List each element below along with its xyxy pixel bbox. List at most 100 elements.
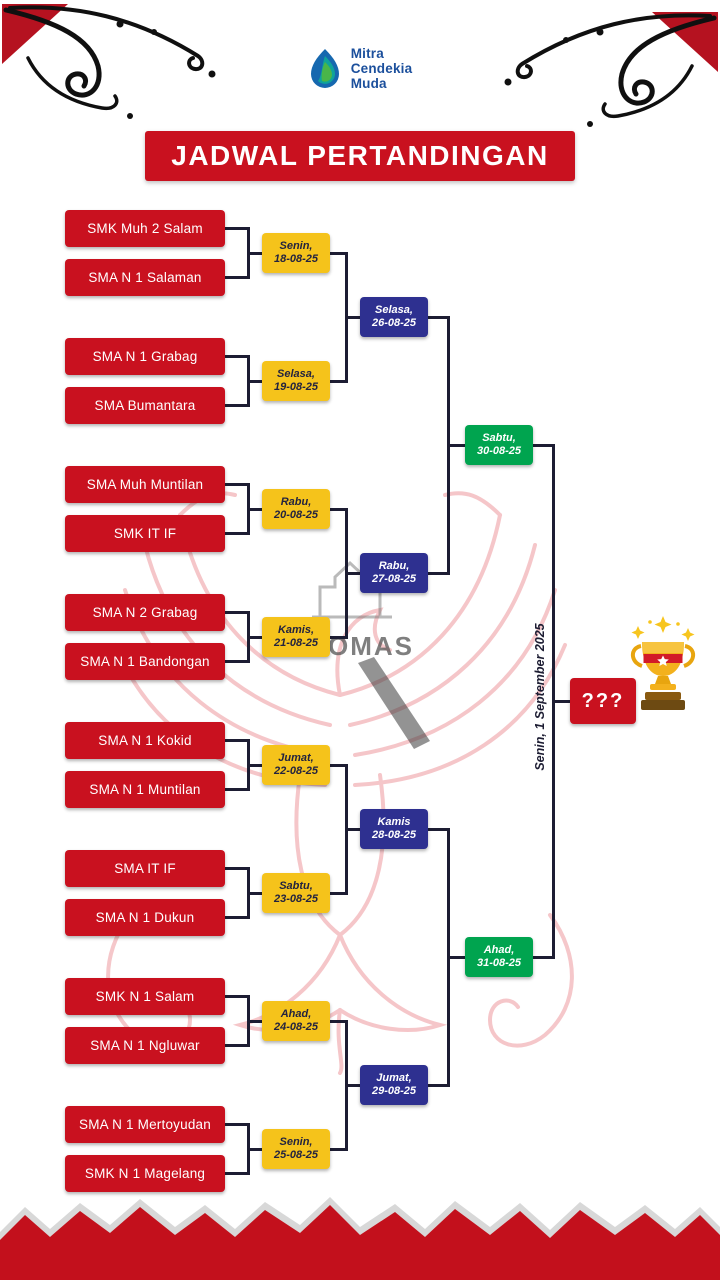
bracket-connector: [248, 251, 262, 255]
match-day: Rabu,: [378, 559, 410, 572]
bracket-connector: [533, 955, 553, 959]
bracket-connector: [225, 916, 248, 919]
team-box: SMA N 1 Muntilan: [65, 771, 225, 808]
bracket-connector: [225, 355, 248, 358]
bracket-connector: [553, 699, 570, 703]
bracket-connector: [225, 1123, 248, 1126]
corner-flourish-left: [2, 4, 216, 119]
bracket-connector: [330, 1019, 346, 1023]
bracket-connector: [428, 571, 448, 575]
bracket-connector: [225, 1044, 248, 1047]
match-date-box: Kamis, 21-08-25: [262, 617, 330, 657]
quarterfinal-date-box: Kamis 28-08-25: [360, 809, 428, 849]
bracket-connector: [346, 827, 360, 831]
match-date: 27-08-25: [371, 573, 417, 585]
bracket-connector: [346, 571, 360, 575]
bracket-connector: [330, 635, 346, 639]
team-box: SMA N 1 Mertoyudan: [65, 1106, 225, 1143]
team-box: SMA Bumantara: [65, 387, 225, 424]
torn-edge: [0, 1197, 720, 1280]
page-title: JADWAL PERTANDINGAN: [145, 131, 575, 181]
match-date: 22-08-25: [273, 765, 319, 777]
match-date-box: Senin, 25-08-25: [262, 1129, 330, 1169]
final-date-label: Senin, 1 September 2025: [533, 623, 547, 771]
bracket-connector: [225, 995, 248, 998]
match-day: Kamis: [377, 815, 411, 828]
logo: Mitra Cendekia Muda: [0, 46, 720, 91]
team-box: SMK IT IF: [65, 515, 225, 552]
bracket-connector: [225, 483, 248, 486]
final-winner-box: ???: [570, 678, 636, 724]
match-date-box: Sabtu, 23-08-25: [262, 873, 330, 913]
match-date: 18-08-25: [273, 253, 319, 265]
logo-line-3: Muda: [350, 76, 387, 91]
match-date: 20-08-25: [273, 509, 319, 521]
bracket-connector: [225, 788, 248, 791]
bracket-connector: [225, 532, 248, 535]
match-day: Sabtu,: [279, 879, 313, 892]
match-date: 28-08-25: [371, 829, 417, 841]
quarterfinal-date-box: Selasa, 26-08-25: [360, 297, 428, 337]
bracket-connector: [448, 955, 465, 959]
quarterfinal-date-box: Rabu, 27-08-25: [360, 553, 428, 593]
match-day: Ahad,: [483, 943, 515, 956]
bracket-connector: [225, 867, 248, 870]
bracket-connector: [225, 227, 248, 230]
team-box: SMK Muh 2 Salam: [65, 210, 225, 247]
corner-flourish-right: [504, 12, 718, 127]
team-box: SMK N 1 Magelang: [65, 1155, 225, 1192]
match-day: Sabtu,: [482, 431, 516, 444]
logo-line-1: Mitra: [350, 46, 384, 61]
team-box: SMA N 1 Salaman: [65, 259, 225, 296]
bracket-connector: [330, 763, 346, 767]
team-box: SMK N 1 Salam: [65, 978, 225, 1015]
logo-droplet-icon: [310, 48, 339, 88]
match-day: Kamis,: [277, 623, 315, 636]
bracket-connector: [428, 827, 448, 831]
bracket-connector: [248, 891, 262, 895]
bracket-connector: [248, 635, 262, 639]
match-date: 31-08-25: [476, 957, 522, 969]
match-day: Jumat,: [376, 1071, 412, 1084]
team-box: SMA N 1 Bandongan: [65, 643, 225, 680]
bracket-connector: [330, 379, 346, 383]
logo-line-2: Cendekia: [350, 61, 413, 76]
team-box: SMA N 1 Dukun: [65, 899, 225, 936]
team-box: SMA N 1 Grabag: [65, 338, 225, 375]
bracket-connector: [248, 763, 262, 767]
bracket-connector: [346, 315, 360, 319]
match-date-box: Senin, 18-08-25: [262, 233, 330, 273]
team-box: SMA N 1 Ngluwar: [65, 1027, 225, 1064]
bracket-connector: [330, 507, 346, 511]
match-day: Selasa,: [277, 367, 315, 380]
match-day: Senin,: [279, 1135, 313, 1148]
match-date: 21-08-25: [273, 637, 319, 649]
match-day: Jumat,: [278, 751, 314, 764]
bracket-connector: [225, 404, 248, 407]
semifinal-date-box: Ahad, 31-08-25: [465, 937, 533, 977]
match-day: Selasa,: [375, 303, 413, 316]
bracket-connector: [448, 443, 465, 447]
match-date: 26-08-25: [371, 317, 417, 329]
bracket-connector: [225, 1172, 248, 1175]
match-day: Ahad,: [280, 1007, 312, 1020]
team-box: SMA Muh Muntilan: [65, 466, 225, 503]
team-box: SMA N 1 Kokid: [65, 722, 225, 759]
bracket-connector: [330, 1147, 346, 1151]
bracket-connector: [225, 739, 248, 742]
bracket-connector: [330, 891, 346, 895]
match-date-box: Jumat, 22-08-25: [262, 745, 330, 785]
match-date-box: Rabu, 20-08-25: [262, 489, 330, 529]
bracket-connector: [428, 1083, 448, 1087]
logo-text: Mitra Cendekia Muda: [351, 46, 413, 91]
bracket-connector: [225, 276, 248, 279]
semifinal-date-box: Sabtu, 30-08-25: [465, 425, 533, 465]
bracket-connector: [346, 1083, 360, 1087]
bracket-connector: [225, 611, 248, 614]
match-day: Rabu,: [280, 495, 312, 508]
quarterfinal-date-box: Jumat, 29-08-25: [360, 1065, 428, 1105]
bracket-connector: [428, 315, 448, 319]
bracket-connector: [248, 1147, 262, 1151]
team-box: SMA IT IF: [65, 850, 225, 887]
